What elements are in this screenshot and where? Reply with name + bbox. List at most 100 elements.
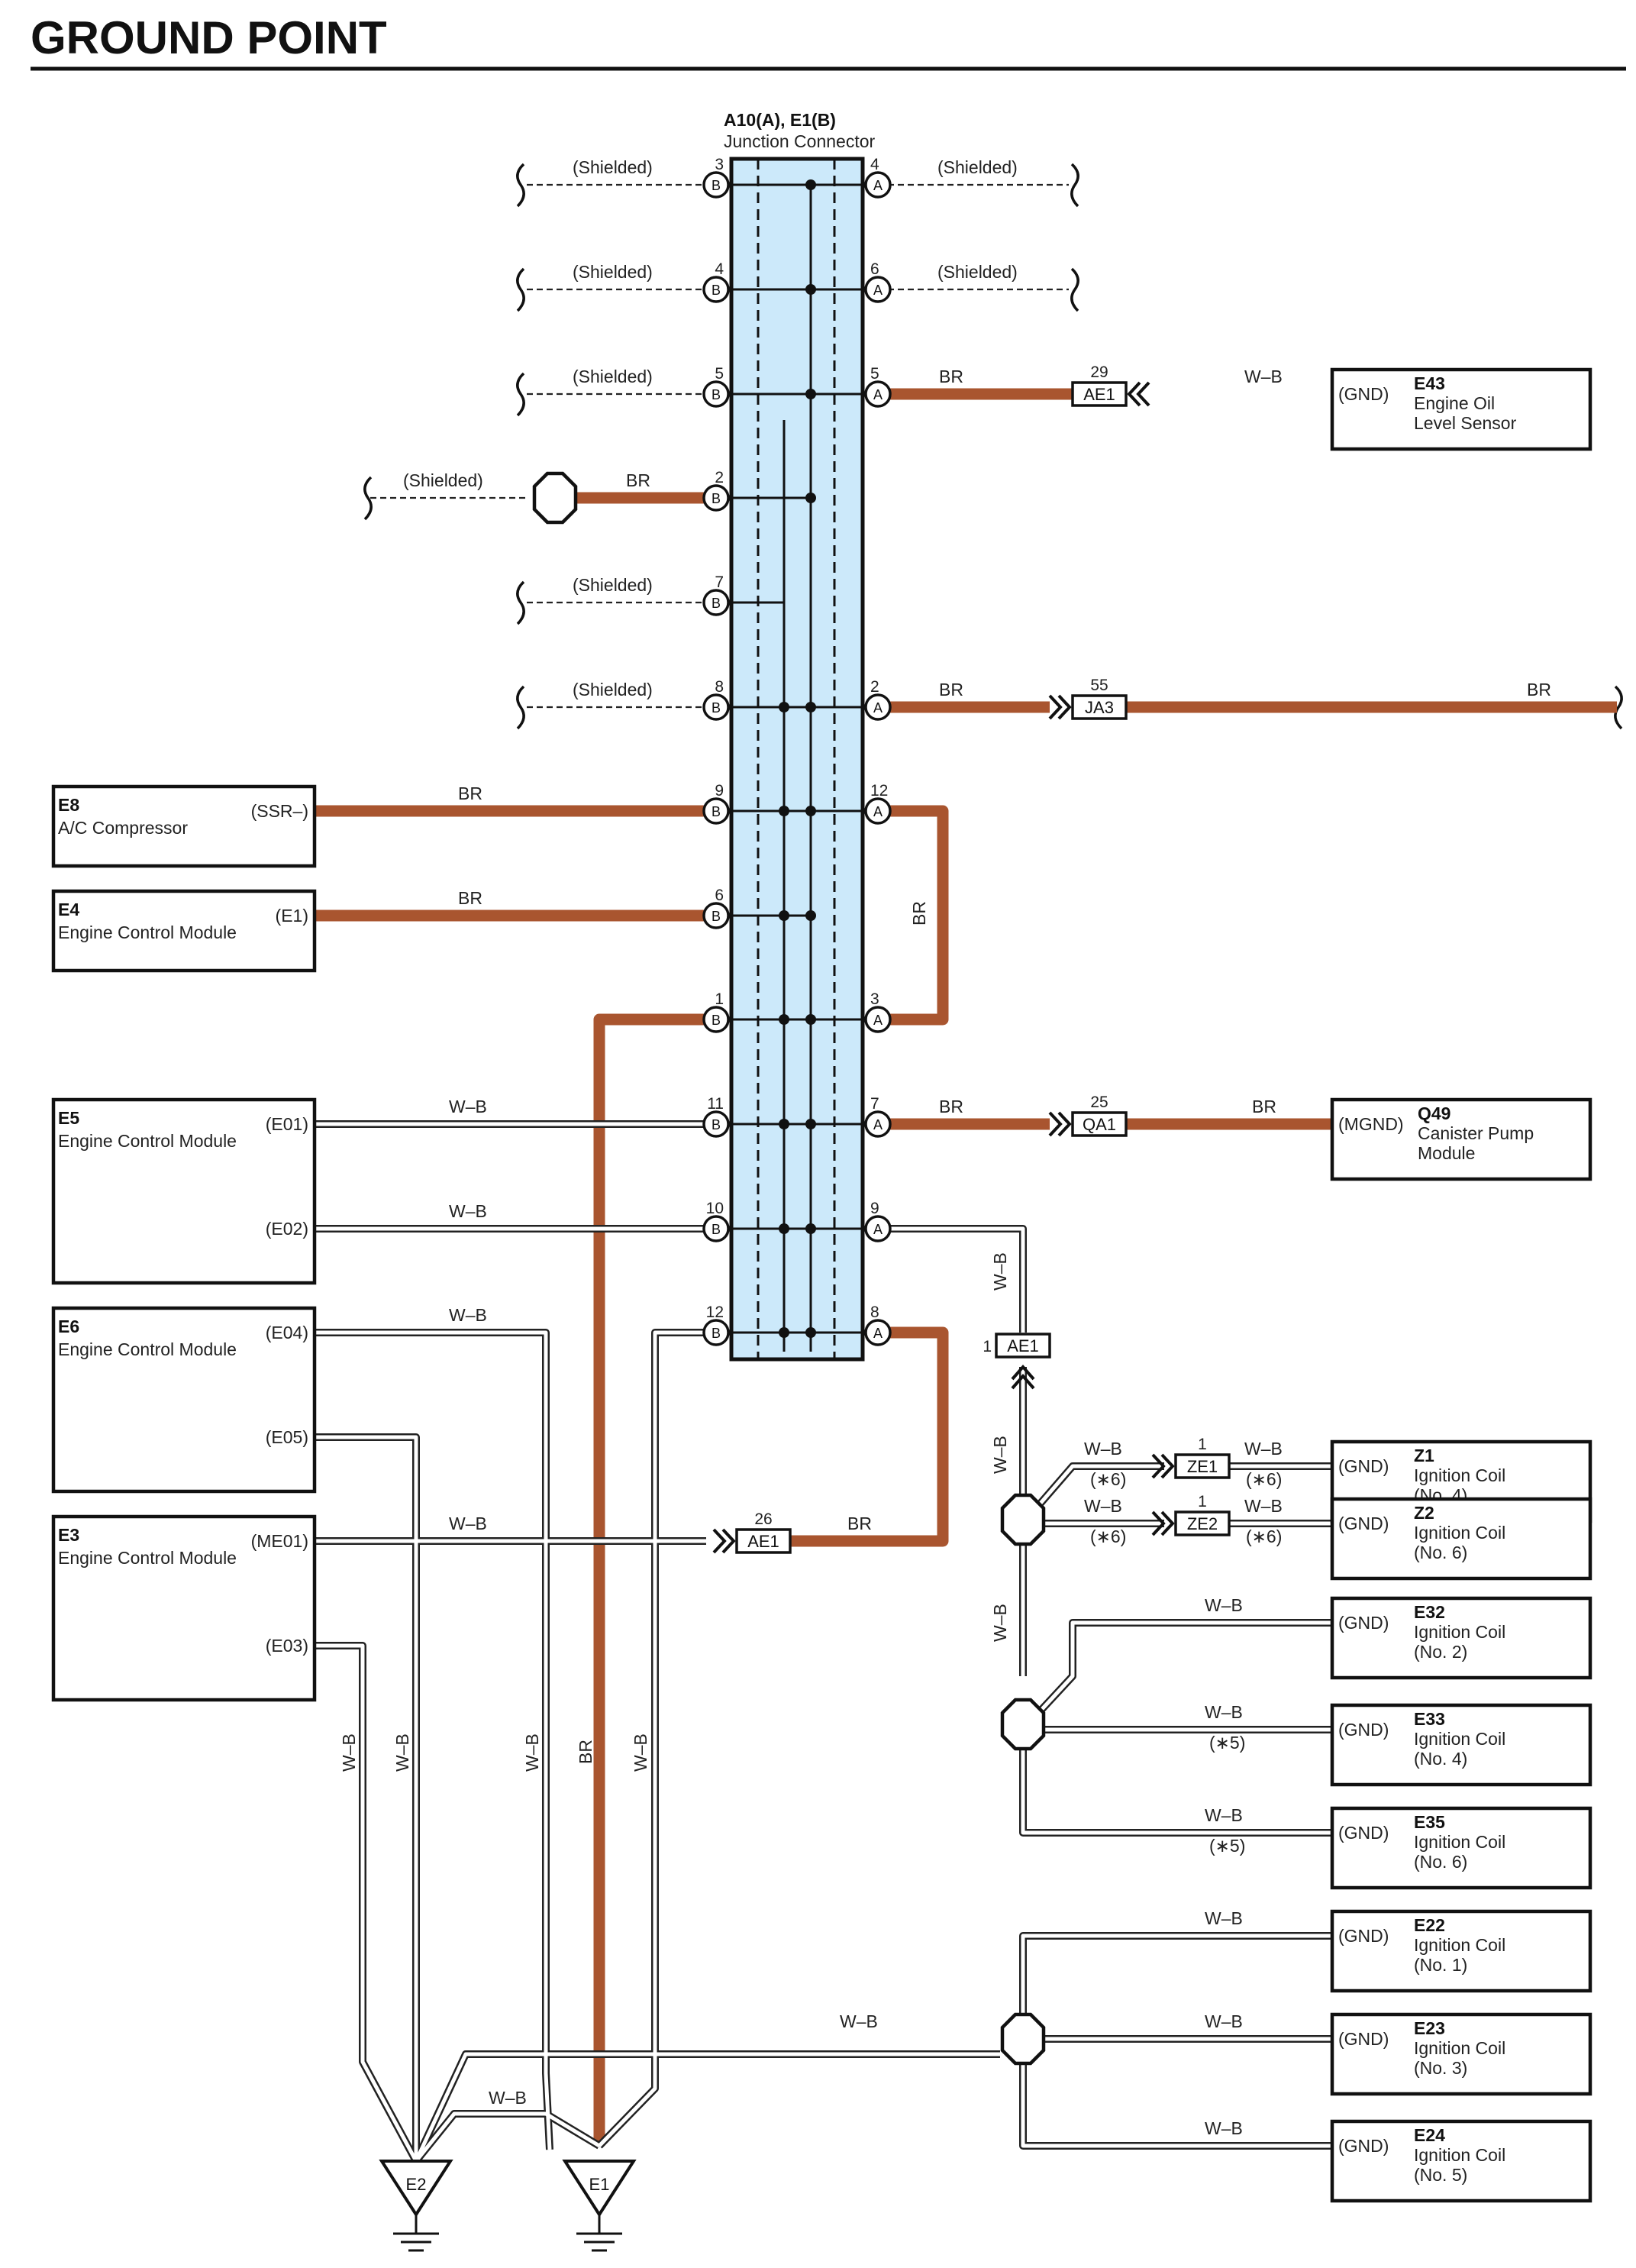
- svg-text:W–B: W–B: [990, 1604, 1010, 1642]
- svg-text:(∗5): (∗5): [1209, 1733, 1245, 1753]
- page-title: GROUND POINT: [31, 12, 387, 63]
- svg-text:(Shielded): (Shielded): [573, 680, 653, 699]
- wb-wire: [1019, 1932, 1332, 2039]
- component-e8: E8 A/C Compressor (SSR–): [51, 784, 317, 868]
- svg-text:11: 11: [707, 1095, 724, 1113]
- svg-text:B: B: [712, 1326, 721, 1341]
- svg-text:A: A: [873, 804, 883, 819]
- svg-text:(No. 5): (No. 5): [1414, 2165, 1467, 2185]
- pin-b-r3: B5: [702, 365, 730, 408]
- pin-b-r9: B1: [702, 990, 730, 1033]
- svg-text:Ignition Coil: Ignition Coil: [1414, 1832, 1505, 1852]
- svg-text:55: 55: [1090, 677, 1108, 694]
- svg-text:(E1): (E1): [276, 906, 308, 926]
- svg-text:E22: E22: [1414, 1915, 1445, 1935]
- pin-b-r2: B4: [702, 260, 730, 303]
- wb-wire-core: [415, 2111, 601, 2163]
- svg-text:W–B: W–B: [489, 2088, 527, 2108]
- svg-text:Z2: Z2: [1414, 1503, 1434, 1523]
- svg-text:E2: E2: [406, 2175, 427, 2194]
- svg-text:1: 1: [715, 990, 724, 1008]
- svg-text:BR: BR: [939, 1097, 963, 1116]
- svg-text:B: B: [712, 387, 721, 402]
- pin-b-r6: B8: [702, 678, 730, 721]
- wb-wire-core: [1021, 1620, 1332, 1731]
- ground-e2: E2: [379, 2160, 453, 2252]
- svg-text:W–B: W–B: [1084, 1496, 1122, 1516]
- svg-text:BR: BR: [458, 783, 482, 803]
- pin-a-r7: A 12: [864, 782, 892, 825]
- svg-text:B: B: [712, 1222, 721, 1237]
- pin-a-r6: A2: [864, 678, 892, 721]
- wb-wire-core: [1021, 2039, 1332, 2148]
- pin-b-r5: B7: [702, 573, 730, 616]
- wb-wire: [596, 1329, 704, 2149]
- svg-text:Engine Control Module: Engine Control Module: [58, 1339, 237, 1359]
- svg-text:Engine Control Module: Engine Control Module: [58, 922, 237, 942]
- svg-text:(Shielded): (Shielded): [403, 470, 483, 490]
- junction-splice-dots: [779, 179, 816, 1338]
- svg-text:Level Sensor: Level Sensor: [1414, 413, 1517, 433]
- svg-text:A: A: [873, 700, 883, 716]
- svg-text:B: B: [712, 1013, 721, 1028]
- svg-text:JA3: JA3: [1085, 698, 1114, 717]
- svg-text:E35: E35: [1414, 1812, 1445, 1832]
- svg-text:B: B: [712, 804, 721, 819]
- svg-text:Engine Oil: Engine Oil: [1414, 393, 1495, 413]
- svg-text:E6: E6: [58, 1317, 79, 1336]
- svg-text:8: 8: [715, 678, 724, 696]
- svg-text:Ignition Coil: Ignition Coil: [1414, 2038, 1505, 2058]
- svg-text:W–B: W–B: [1205, 1805, 1243, 1825]
- svg-text:W–B: W–B: [1205, 2118, 1243, 2138]
- svg-text:BR: BR: [939, 680, 963, 699]
- svg-text:25: 25: [1090, 1094, 1108, 1111]
- svg-text:W–B: W–B: [1205, 1595, 1243, 1615]
- svg-text:A: A: [873, 1013, 883, 1028]
- svg-text:Ignition Coil: Ignition Coil: [1414, 2145, 1505, 2165]
- svg-text:W–B: W–B: [449, 1097, 487, 1116]
- svg-text:8: 8: [870, 1304, 879, 1321]
- pin-a-r12: A8: [864, 1304, 892, 1346]
- svg-text:W–B: W–B: [1244, 1496, 1283, 1516]
- svg-text:E24: E24: [1414, 2125, 1445, 2145]
- svg-text:E3: E3: [58, 1525, 79, 1545]
- svg-text:7: 7: [715, 573, 724, 591]
- svg-text:BR: BR: [626, 470, 650, 490]
- svg-text:Ignition Coil: Ignition Coil: [1414, 1729, 1505, 1749]
- svg-text:W–B: W–B: [1244, 1439, 1283, 1459]
- component-e3: E3 Engine Control Module (ME01) (E03): [51, 1514, 317, 1702]
- pin-b-r10: B11: [702, 1095, 730, 1138]
- svg-text:6: 6: [870, 260, 879, 278]
- wb-wire-core: [414, 2052, 1000, 2163]
- svg-text:A: A: [873, 1326, 883, 1341]
- wb-wire: [413, 2110, 602, 2164]
- svg-text:(MGND): (MGND): [1338, 1114, 1404, 1134]
- shield-break-symbols: [363, 163, 1623, 730]
- svg-text:3: 3: [715, 156, 724, 173]
- svg-text:(E02): (E02): [266, 1219, 308, 1239]
- svg-text:ZE2: ZE2: [1187, 1514, 1218, 1533]
- svg-text:5: 5: [715, 365, 724, 383]
- svg-text:(No. 6): (No. 6): [1414, 1543, 1467, 1562]
- svg-text:(GND): (GND): [1338, 1926, 1389, 1946]
- svg-text:BR: BR: [939, 367, 963, 386]
- svg-text:W–B: W–B: [522, 1733, 542, 1772]
- svg-text:W–B: W–B: [1244, 367, 1283, 386]
- svg-text:3: 3: [870, 990, 879, 1008]
- component-e4: E4 Engine Control Module (E1): [51, 889, 317, 973]
- pin-b-r8: B6: [702, 887, 730, 929]
- svg-text:E33: E33: [1414, 1709, 1445, 1729]
- pin-b-r12: B12: [702, 1304, 730, 1346]
- svg-text:12: 12: [870, 782, 888, 800]
- svg-text:(GND): (GND): [1338, 1514, 1389, 1533]
- svg-text:(No. 1): (No. 1): [1414, 1955, 1467, 1975]
- svg-text:B: B: [712, 178, 721, 193]
- svg-text:Z1: Z1: [1414, 1446, 1434, 1465]
- svg-text:W–B: W–B: [840, 2011, 878, 2031]
- wb-wire: [315, 1642, 420, 2163]
